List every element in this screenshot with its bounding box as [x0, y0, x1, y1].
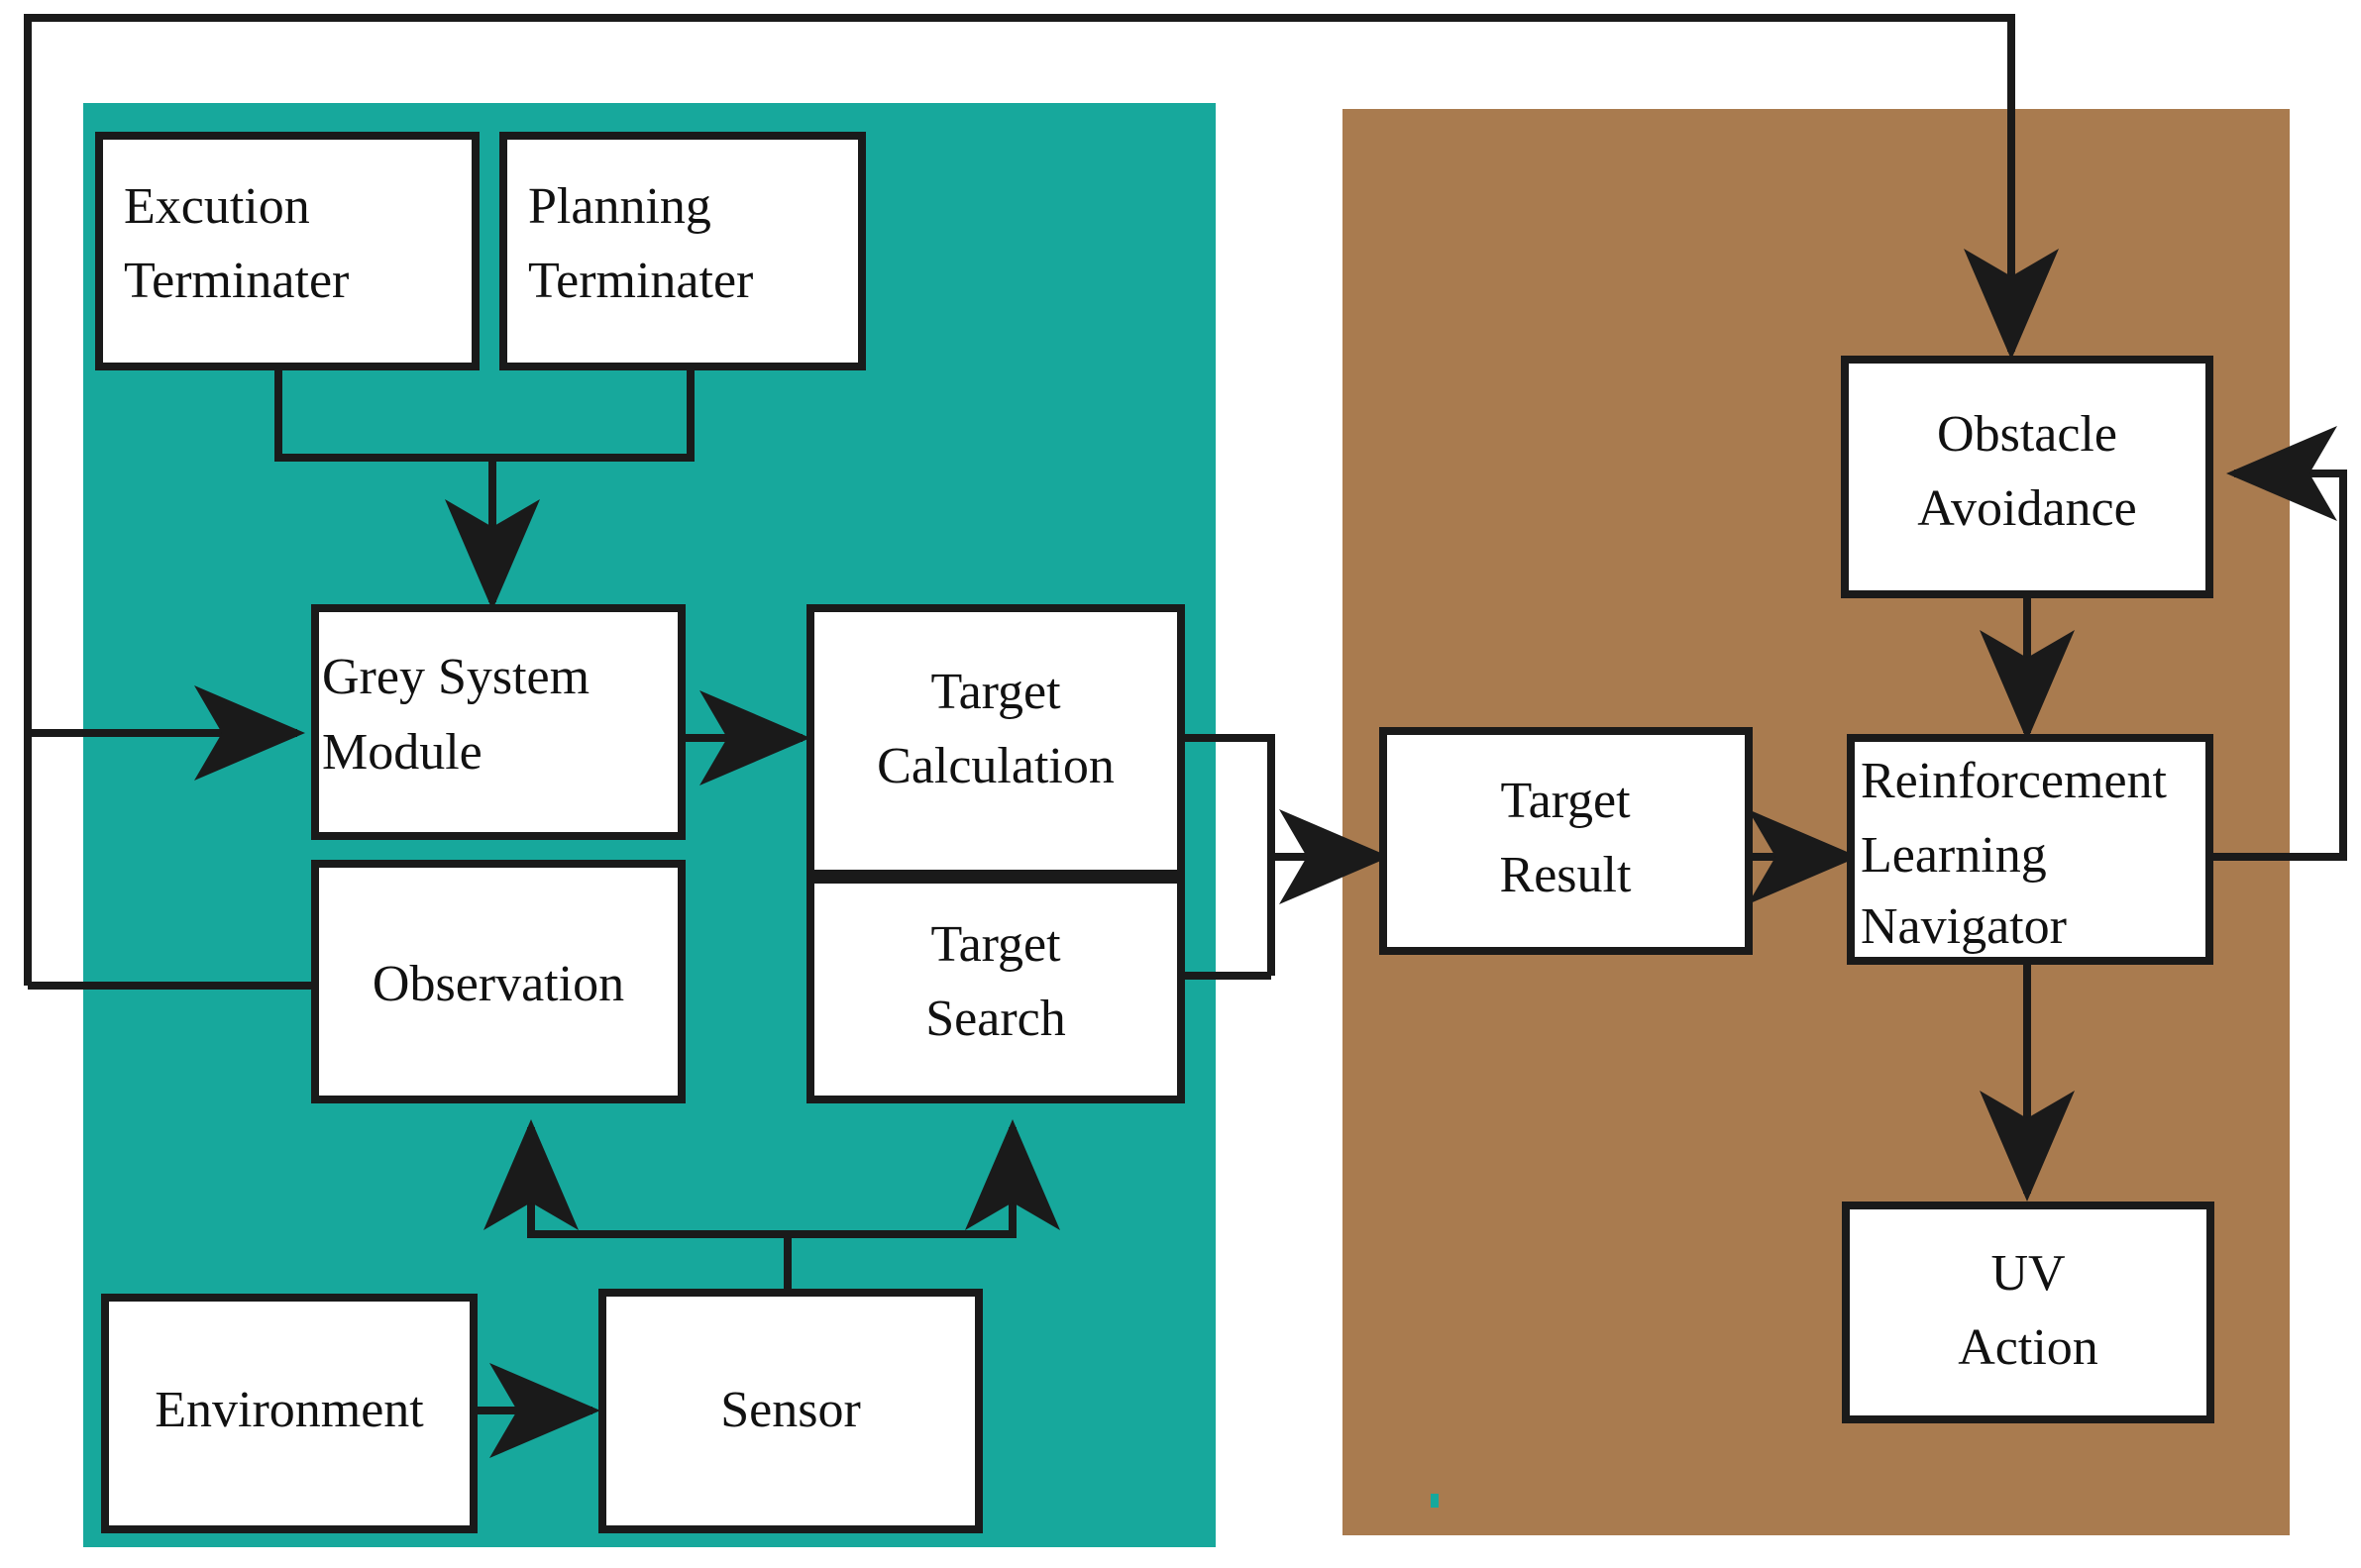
node-sensor[interactable]: Sensor [598, 1289, 983, 1533]
node-target-result-line-1: Result [1500, 847, 1632, 903]
node-planning-terminater-line-0: Planning [528, 178, 711, 235]
node-excution-terminater-line-0: Excution [124, 178, 310, 235]
node-grey-system-module-line-1: Module [322, 724, 483, 781]
node-grey-system-module[interactable]: Grey System Module [311, 604, 686, 840]
node-target-calculation-line-1: Calculation [877, 738, 1115, 794]
node-observation[interactable]: Observation [311, 860, 686, 1103]
node-reinforcement-learning-navigator[interactable]: Reinforcement Learning Navigator [1847, 734, 2213, 965]
node-uv-action-line-0: UV [1990, 1245, 2065, 1302]
node-target-search[interactable]: Target Search [806, 876, 1185, 1103]
edge-sensor-to-observation [483, 1119, 792, 1293]
node-planning-terminater[interactable]: Planning Terminater [499, 132, 866, 370]
node-target-result-line-0: Target [1500, 773, 1631, 829]
node-target-search-line-0: Target [930, 916, 1061, 973]
node-sensor-line-0: Sensor [720, 1382, 861, 1438]
node-uv-action[interactable]: UV Action [1842, 1202, 2214, 1423]
node-target-calculation[interactable]: Target Calculation [806, 604, 1185, 878]
edge-terminaters-merge [274, 366, 695, 462]
node-rl-navigator-line-2: Navigator [1861, 898, 2067, 955]
node-observation-line-0: Observation [373, 956, 624, 1012]
node-rl-navigator-line-1: Learning [1861, 827, 2047, 884]
edge-sensor-to-target-search [788, 1119, 1060, 1238]
node-environment[interactable]: Environment [101, 1294, 478, 1533]
node-planning-terminater-line-1: Terminater [528, 253, 753, 309]
node-obstacle-avoidance-line-1: Avoidance [1917, 480, 2136, 537]
node-rl-navigator-line-0: Reinforcement [1861, 753, 2168, 809]
edge-rl-navigator-feedback-to-obstacle [2209, 426, 2347, 861]
node-target-search-line-1: Search [925, 991, 1065, 1047]
node-uv-action-line-1: Action [1958, 1319, 2098, 1376]
node-grey-system-module-line-0: Grey System [322, 649, 590, 705]
node-excution-terminater-line-1: Terminater [124, 253, 349, 309]
node-target-calculation-line-0: Target [930, 664, 1061, 720]
node-target-result[interactable]: Target Result [1379, 727, 1753, 955]
node-environment-line-0: Environment [155, 1382, 424, 1438]
stray-mark [1431, 1494, 1439, 1508]
node-obstacle-avoidance[interactable]: Obstacle Avoidance [1841, 356, 2213, 598]
node-excution-terminater[interactable]: Excution Terminater [95, 132, 480, 370]
node-obstacle-avoidance-line-0: Obstacle [1937, 406, 2117, 463]
edge-global-feedback-top [24, 14, 2059, 986]
